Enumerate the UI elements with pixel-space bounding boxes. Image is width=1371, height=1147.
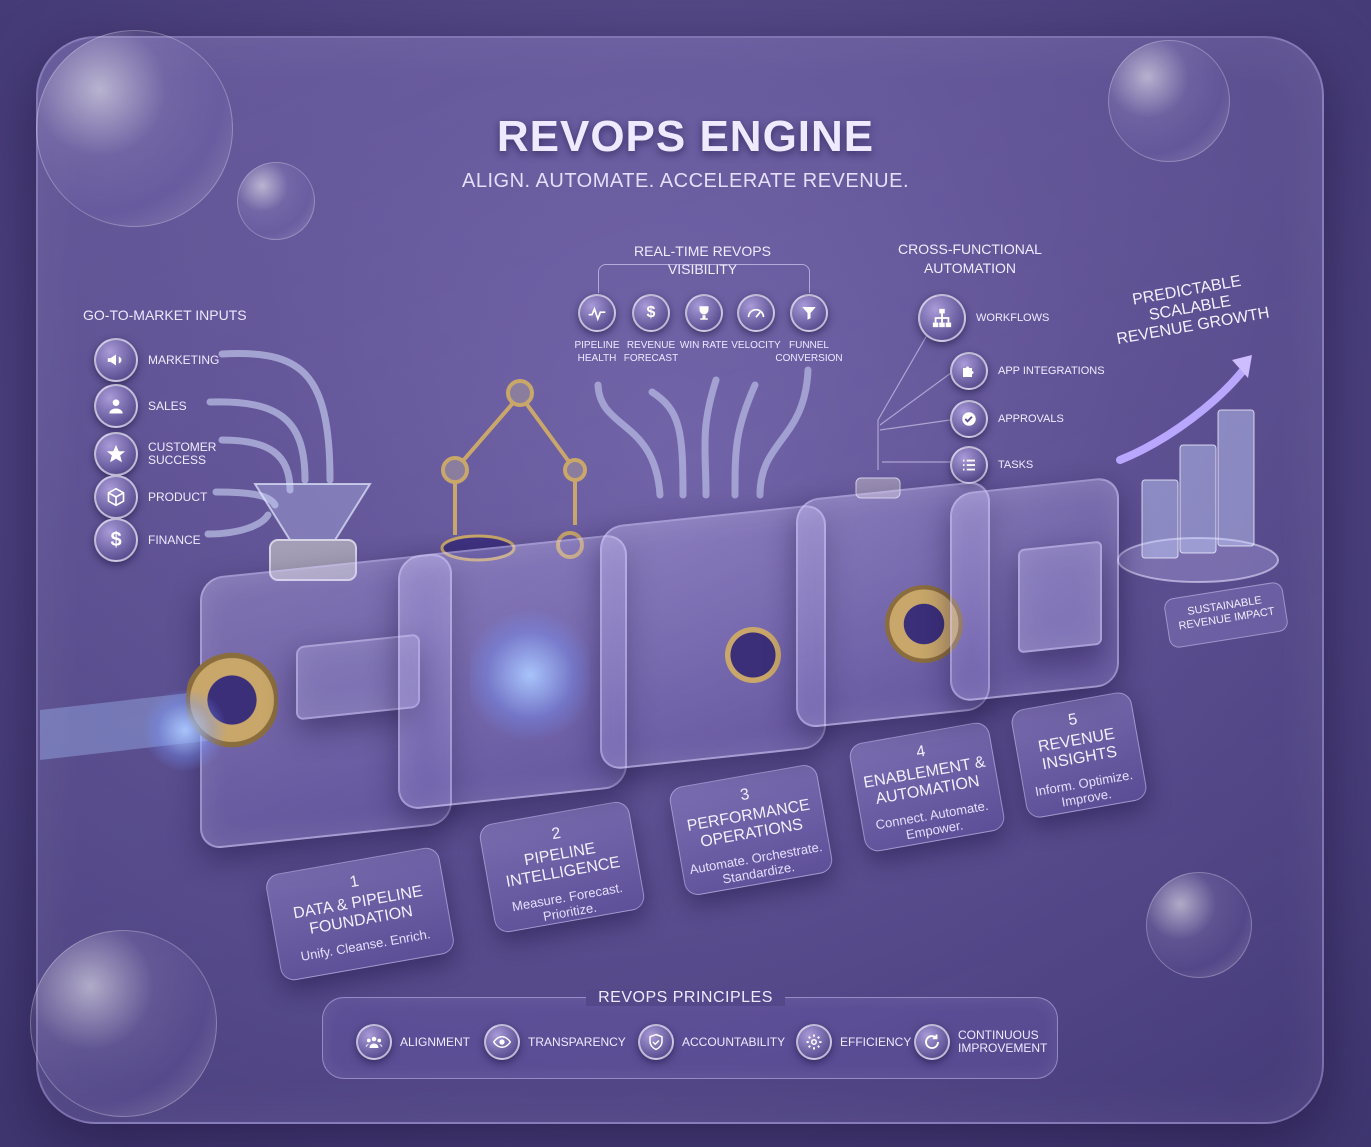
automation-item-label: APPROVALS xyxy=(998,413,1064,425)
visibility-item-label: WIN RATE xyxy=(679,340,729,351)
dollar-icon: $ xyxy=(94,518,138,562)
visibility-bracket xyxy=(598,264,810,293)
eye-icon xyxy=(484,1024,520,1060)
automation-heading: CROSS-FUNCTIONAL AUTOMATION xyxy=(898,241,1042,276)
principles-heading: REVOPS PRINCIPLES xyxy=(0,989,1371,1007)
principle-label: ACCOUNTABILITY xyxy=(682,1034,786,1049)
automation-item-tasks: TASKS xyxy=(950,446,1033,484)
gtm-input-customer-success: CUSTOMER SUCCESS xyxy=(94,432,216,476)
stage-5-plinth: 5 REVENUE INSIGHTS Inform. Optimize. Imp… xyxy=(1009,690,1149,820)
bubble-decoration xyxy=(36,30,233,227)
automation-item-workflows: WORKFLOWS xyxy=(918,294,1049,342)
automation-item-label: WORKFLOWS xyxy=(976,312,1050,324)
bubble-decoration xyxy=(30,930,217,1117)
bubble-decoration xyxy=(1108,40,1230,162)
automation-item-app-integrations: APP INTEGRATIONS xyxy=(950,352,1105,390)
funnel-icon xyxy=(790,294,828,332)
dial-icon xyxy=(718,620,788,690)
workflow-icon xyxy=(918,294,966,342)
visibility-item-win-rate: WIN RATE xyxy=(664,294,744,352)
visibility-heading: REAL-TIME REVOPS VISIBILITY xyxy=(634,243,771,277)
gear-icon xyxy=(880,580,968,668)
visibility-item-label: VELOCITY xyxy=(731,340,781,351)
gtm-input-label: FINANCE xyxy=(148,532,201,547)
visibility-item-label: REVENUE FORECAST xyxy=(623,340,679,364)
megaphone-icon xyxy=(94,338,138,382)
principle-label: ALIGNMENT xyxy=(400,1034,471,1049)
visibility-item-funnel-conversion: FUNNEL CONVERSION xyxy=(769,294,849,365)
gauge-icon xyxy=(737,294,775,332)
visibility-item-label: PIPELINE HEALTH xyxy=(574,340,620,364)
bubble-decoration xyxy=(237,162,315,240)
principle-transparency: TRANSPARENCY xyxy=(484,1024,626,1060)
page-subtitle: ALIGN. AUTOMATE. ACCELERATE REVENUE. xyxy=(462,170,909,192)
gtm-input-finance: $ FINANCE xyxy=(94,518,201,562)
dollar-icon: $ xyxy=(632,294,670,332)
check-icon xyxy=(950,400,988,438)
gtm-input-label: MARKETING xyxy=(148,352,220,367)
automation-item-label: TASKS xyxy=(998,459,1034,471)
person-icon xyxy=(94,384,138,428)
gtm-input-marketing: MARKETING xyxy=(94,338,219,382)
stage-3-machine xyxy=(600,503,826,771)
visibility-item-velocity: VELOCITY xyxy=(716,294,796,352)
puzzle-icon xyxy=(950,352,988,390)
gear-icon xyxy=(796,1024,832,1060)
principles-heading-text: REVOPS PRINCIPLES xyxy=(586,989,785,1006)
visibility-item-revenue-forecast: $ REVENUE FORECAST xyxy=(611,294,691,365)
stage-5-document xyxy=(1018,540,1102,654)
bubble-decoration xyxy=(1146,872,1252,978)
principle-efficiency: EFFICIENCY xyxy=(796,1024,911,1060)
page-title: REVOPS ENGINE xyxy=(496,112,875,161)
data-particles xyxy=(140,690,230,770)
trophy-icon xyxy=(685,294,723,332)
principle-continuous-improvement: CONTINUOUS IMPROVEMENT xyxy=(914,1024,1047,1060)
gtm-input-label: PRODUCT xyxy=(148,489,208,504)
shield-icon xyxy=(638,1024,674,1060)
principle-label: TRANSPARENCY xyxy=(528,1034,626,1049)
automation-item-approvals: APPROVALS xyxy=(950,400,1064,438)
list-icon xyxy=(950,446,988,484)
principle-accountability: ACCOUNTABILITY xyxy=(638,1024,785,1060)
principle-label: EFFICIENCY xyxy=(840,1034,912,1049)
cycle-icon xyxy=(914,1024,950,1060)
visibility-item-pipeline-health: PIPELINE HEALTH xyxy=(557,294,637,365)
gtm-input-label: CUSTOMER SUCCESS xyxy=(148,440,217,467)
people-icon xyxy=(356,1024,392,1060)
pulse-icon xyxy=(578,294,616,332)
automation-item-label: APP INTEGRATIONS xyxy=(998,365,1105,377)
gtm-input-sales: SALES xyxy=(94,384,187,428)
principle-alignment: ALIGNMENT xyxy=(356,1024,470,1060)
principle-label: CONTINUOUS IMPROVEMENT xyxy=(958,1028,1048,1055)
gtm-input-label: SALES xyxy=(148,398,187,413)
gtm-inputs-heading: GO-TO-MARKET INPUTS xyxy=(83,307,247,323)
visibility-item-label: FUNNEL CONVERSION xyxy=(775,340,843,364)
cube-cluster xyxy=(470,600,590,750)
